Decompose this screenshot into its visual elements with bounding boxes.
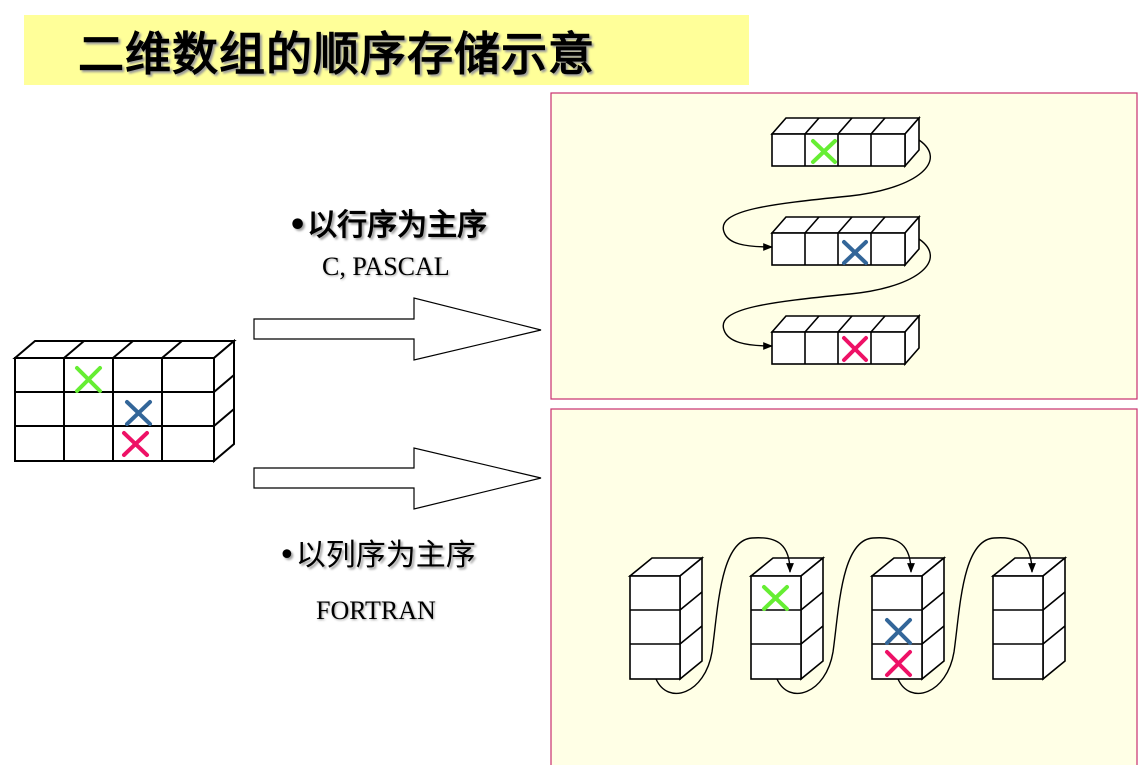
col-connectors bbox=[655, 537, 1036, 695]
mark-pink bbox=[122, 431, 149, 457]
col-mark-blue bbox=[885, 618, 912, 645]
col-arrow bbox=[253, 447, 542, 510]
col-stack-3 bbox=[869, 556, 947, 681]
col-mark-pink bbox=[885, 650, 912, 677]
col-stack-1 bbox=[627, 556, 705, 681]
mark-blue bbox=[125, 400, 152, 426]
row-mark-green bbox=[811, 139, 837, 164]
row-mark-pink bbox=[842, 336, 868, 362]
col-stack-2 bbox=[748, 556, 826, 681]
row-mark-blue bbox=[842, 240, 868, 265]
row-major-label: •以行序为主序 bbox=[288, 208, 488, 243]
row-arrow bbox=[253, 297, 542, 361]
title-banner bbox=[24, 15, 749, 85]
col-stack-4 bbox=[990, 556, 1068, 681]
col-major-label: •以列序为主序 bbox=[278, 538, 476, 573]
row-strip-1 bbox=[770, 115, 921, 169]
page-title: 二维数组的顺序存储示意 bbox=[78, 27, 595, 81]
row-connectors bbox=[722, 139, 931, 350]
mark-green bbox=[75, 366, 102, 393]
row-strip-3 bbox=[770, 313, 921, 367]
row-strip-2 bbox=[770, 214, 921, 268]
row-major-languages: C, PASCAL bbox=[322, 252, 450, 281]
source-matrix bbox=[12, 338, 237, 464]
col-mark-green bbox=[762, 585, 789, 611]
col-major-languages: FORTRAN bbox=[316, 596, 436, 625]
